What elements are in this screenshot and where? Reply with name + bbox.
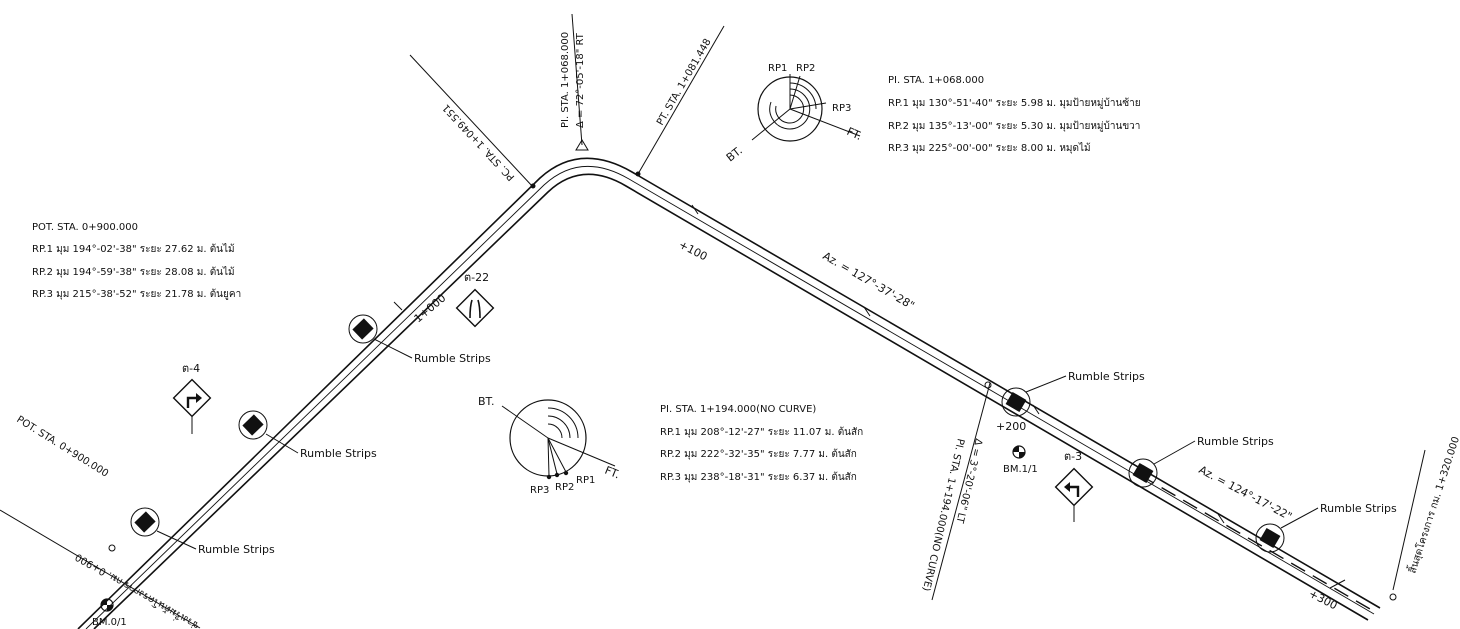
ref1-rp1: RP1 xyxy=(768,63,787,74)
station-100-label: +100 xyxy=(677,238,710,263)
road-edge-right xyxy=(93,173,1369,629)
table-pi1068-row: RP.1 มุม 130°-51'-40" ระยะ 5.98 ม. มุมป้… xyxy=(888,97,1141,109)
ref2-ft: FT. xyxy=(603,464,622,482)
ref1-rp3: RP3 xyxy=(832,103,851,114)
pc-station-label: PC. STA. 1+049.551 xyxy=(441,102,517,183)
rumble-strip-2: Rumble Strips xyxy=(238,410,377,460)
azimuth-2-label: Az. = 124°-17'-22" xyxy=(1197,463,1295,523)
end-line xyxy=(1392,449,1426,591)
ref2-bt: BT. xyxy=(478,395,494,408)
benchmark-1: BM.1/1 xyxy=(1003,445,1038,475)
table-pi1194-title: PI. STA. 1+194.000(NO CURVE) xyxy=(660,404,816,415)
turn-right-arrow-icon xyxy=(186,396,197,408)
rumble-strip-label: Rumble Strips xyxy=(198,543,275,556)
sign-r3-label: ต-3 xyxy=(1064,450,1082,463)
rumble-strip-4: Rumble Strips xyxy=(1001,370,1145,417)
ref2-rp1: RP1 xyxy=(576,475,595,486)
sign-r22: ต-22 xyxy=(455,271,495,328)
pi2-point xyxy=(984,381,992,389)
pt-station-label: PT. STA. 1+081.448 xyxy=(655,37,714,127)
pi2-line xyxy=(931,382,991,601)
ref2-rp2: RP2 xyxy=(555,482,574,493)
pc-point xyxy=(530,183,536,189)
ref2-rp3: RP3 xyxy=(530,485,549,496)
tick xyxy=(863,306,871,317)
pt-line xyxy=(637,25,725,175)
tick xyxy=(691,204,699,215)
ref-diagram-2: BT. FT. RP1 RP2 RP3 xyxy=(478,395,622,496)
road-edge-left xyxy=(77,157,1381,629)
station-200-label: +200 xyxy=(996,420,1026,433)
rumble-strip-3: Rumble Strips xyxy=(348,314,491,365)
pi1-delta-label: Δ = 72°-05'-18" RT xyxy=(575,32,586,128)
pt-point xyxy=(635,171,641,177)
road-alignment xyxy=(77,157,1381,629)
table-pi1068-title: PI. STA. 1+068.000 xyxy=(888,75,984,86)
rumble-strip-1: Rumble Strips xyxy=(130,507,275,556)
pi1-station-label: PI. STA. 1+068.000 xyxy=(560,32,571,128)
tick xyxy=(393,301,403,311)
rumble-strip-label: Rumble Strips xyxy=(300,447,377,460)
table-pi1194-row: RP.1 มุม 208°-12'-27" ระยะ 11.07 ม. ต้นส… xyxy=(660,426,863,438)
table-pi1068-row: RP.2 มุม 135°-13'-00" ระยะ 5.30 ม. มุมป้… xyxy=(888,120,1140,132)
table-pi1194: PI. STA. 1+194.000(NO CURVE) RP.1 มุม 20… xyxy=(660,404,863,483)
road-centerline-dashed xyxy=(1139,474,1371,610)
turn-left-arrow-icon xyxy=(1069,485,1080,497)
pot-start-line xyxy=(0,509,201,629)
station-lines xyxy=(0,13,1426,629)
ref1-ft: FT. xyxy=(845,125,864,143)
tick xyxy=(1329,579,1346,589)
road-narrows-icon xyxy=(469,299,481,319)
table-pot900-row: RP.2 มุม 194°-59'-38" ระยะ 28.08 ม. ต้นไ… xyxy=(32,266,235,278)
road-centerline xyxy=(85,166,1375,629)
sign-r22-label: ต-22 xyxy=(464,271,489,284)
tick xyxy=(1032,404,1040,415)
table-pi1068-row: RP.3 มุม 225°-00'-00" ระยะ 8.00 ม. หมุดไ… xyxy=(888,142,1091,154)
bm1-label: BM.1/1 xyxy=(1003,464,1038,475)
azimuth-1-label: Az. = 127°-37'-28" xyxy=(821,249,917,312)
ref1-bt: BT. xyxy=(724,144,745,164)
pc-line xyxy=(409,54,534,188)
sign-r4: ต-4 xyxy=(172,362,212,434)
ref1-rp2: RP2 xyxy=(796,63,815,74)
ref-diagram-1: RP1 RP2 RP3 BT. FT. xyxy=(724,63,864,164)
pi1-mark xyxy=(575,139,589,151)
table-pot900-row: RP.1 มุม 194°-02'-38" ระยะ 27.62 ม. ต้นไ… xyxy=(32,243,235,255)
table-pi1194-row: RP.2 มุม 222°-32'-35" ระยะ 7.77 ม. ต้นสั… xyxy=(660,448,857,460)
table-pot900: POT. STA. 0+900.000 RP.1 มุม 194°-02'-38… xyxy=(32,222,241,300)
sign-r3: ต-3 xyxy=(1054,450,1094,522)
rumble-strip-label: Rumble Strips xyxy=(1197,435,1274,448)
rumble-strip-6: Rumble Strips xyxy=(1255,502,1397,553)
table-pi1068: PI. STA. 1+068.000 RP.1 มุม 130°-51'-40"… xyxy=(888,75,1141,154)
rumble-strip-label: Rumble Strips xyxy=(1068,370,1145,383)
rumble-strip-5: Rumble Strips xyxy=(1128,435,1274,488)
pot-point xyxy=(108,544,116,552)
pi1-line xyxy=(571,13,583,146)
rumble-strip-label: Rumble Strips xyxy=(414,352,491,365)
rumble-strip-label: Rumble Strips xyxy=(1320,502,1397,515)
end-point xyxy=(1389,593,1397,601)
bm0-label: BM.0/1 xyxy=(92,617,127,628)
pot-start-station-label: POT. STA. 0+900.000 xyxy=(14,414,110,479)
table-pot900-row: RP.3 มุม 215°-38'-52" ระยะ 21.78 ม. ต้นย… xyxy=(32,288,241,300)
benchmark-0: BM.0/1 xyxy=(92,598,127,628)
sign-r4-label: ต-4 xyxy=(182,362,200,375)
table-pot900-title: POT. STA. 0+900.000 xyxy=(32,222,138,233)
tick xyxy=(1217,513,1225,524)
table-pi1194-row: RP.3 มุม 238°-18'-31" ระยะ 6.37 ม. ต้นสั… xyxy=(660,471,857,483)
